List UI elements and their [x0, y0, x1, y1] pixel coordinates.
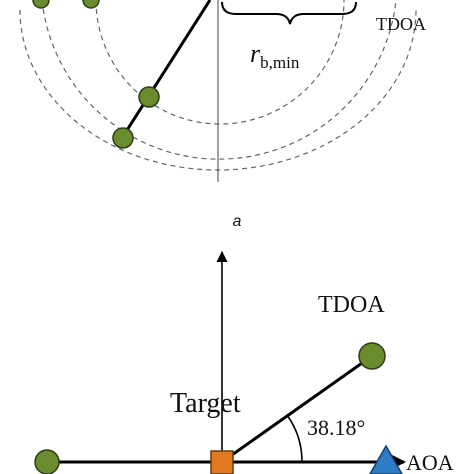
panel-caption: a	[233, 213, 242, 230]
top-tdoa-label: TDOA	[376, 14, 426, 34]
target-square	[210, 450, 234, 474]
bottom-tdoa-label: TDOA	[318, 292, 385, 318]
sensor-node	[138, 86, 160, 108]
radius-symbol: r	[250, 39, 261, 68]
aoa-label: AOA	[406, 450, 454, 474]
top-panel: rb,min TDOA	[19, 0, 426, 182]
tdoa-line	[120, 0, 212, 139]
dashed-arc-inner	[41, 0, 397, 160]
sensor-node	[32, 0, 50, 9]
target-label: Target	[170, 388, 241, 419]
aoa-triangle	[369, 444, 403, 474]
radius-label: rb,min	[250, 39, 300, 72]
angle-arc	[286, 414, 303, 463]
dashed-arc-middle	[95, 0, 345, 125]
sensor-node	[112, 127, 134, 149]
sensor-node	[82, 0, 100, 9]
tdoa-bearing-line	[221, 354, 373, 464]
angle-label: 38.18°	[307, 415, 365, 440]
bottom-panel: TDOA Target 38.18° AOA	[34, 250, 454, 474]
tdoa-node	[358, 342, 386, 370]
radius-brace	[221, 1, 357, 25]
radius-subscript: b,min	[260, 53, 300, 72]
sensor-node	[34, 449, 60, 474]
